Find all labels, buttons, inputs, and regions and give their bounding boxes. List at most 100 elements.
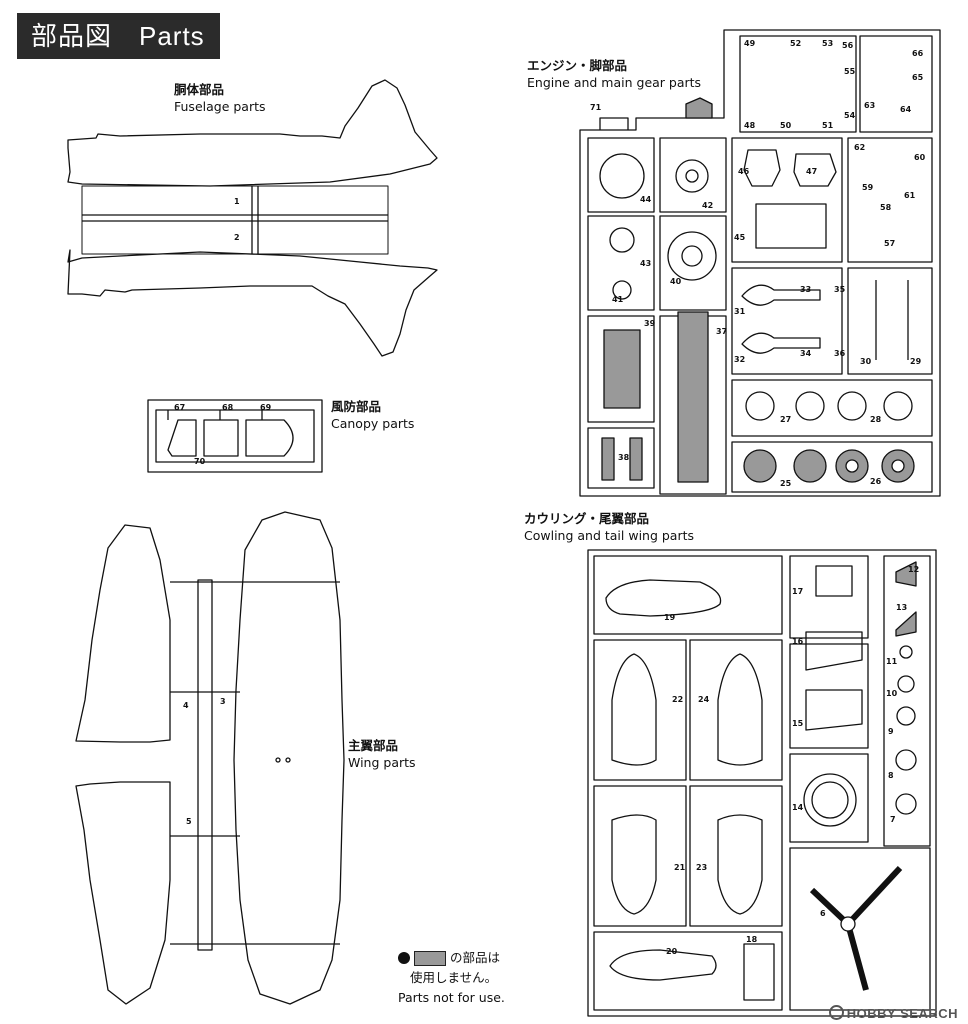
part-number: 22 [672, 695, 683, 704]
part-number: 46 [738, 167, 750, 176]
fuselage-label: 胴体部品 Fuselage parts [174, 81, 266, 115]
watermark-logo-icon [828, 1005, 844, 1020]
part-number: 8 [888, 771, 894, 780]
note-line-3: Parts not for use. [398, 990, 505, 1005]
part-number: 35 [834, 285, 846, 294]
fuselage-label-jp: 胴体部品 [174, 82, 225, 97]
cowling-label-jp: カウリング・尾翼部品 [524, 511, 650, 526]
part-number: 69 [260, 403, 272, 412]
wing-label: 主翼部品 Wing parts [348, 737, 416, 771]
part-number: 30 [860, 357, 872, 366]
part-number: 12 [908, 565, 919, 574]
part-number: 31 [734, 307, 746, 316]
part-number: 60 [914, 153, 926, 162]
part-number: 48 [744, 121, 756, 130]
part-number: 41 [612, 295, 624, 304]
part-number: 62 [854, 143, 865, 152]
unused-swatch [414, 950, 446, 966]
part-number: 67 [174, 403, 185, 412]
part-number: 13 [896, 603, 907, 612]
part-number: 51 [822, 121, 834, 130]
part-number: 65 [912, 73, 924, 82]
cowling-label-en: Cowling and tail wing parts [524, 528, 695, 543]
watermark: HOBBY SEARCH [828, 1005, 958, 1021]
part-number: 25 [780, 479, 792, 488]
part-number: 43 [640, 259, 651, 268]
part-number: 21 [674, 863, 686, 872]
canopy-label: 風防部品 Canopy parts [331, 398, 414, 432]
part-number: 34 [800, 349, 812, 358]
part-number: 49 [744, 39, 756, 48]
cowling-label: カウリング・尾翼部品 Cowling and tail wing parts [524, 510, 694, 544]
part-number: 28 [870, 415, 882, 424]
part-number: 11 [886, 657, 898, 666]
part-number: 40 [670, 277, 682, 286]
unused-parts-note: の部品は 使用しません。 Parts not for use. [398, 948, 505, 1008]
part-number: 5 [186, 817, 192, 826]
part-number: 20 [666, 947, 678, 956]
part-number: 37 [716, 327, 727, 336]
canopy-sprue [147, 399, 323, 473]
cowling-sprue [587, 549, 937, 1017]
part-number: 2 [234, 233, 240, 242]
engine-label: エンジン・脚部品 Engine and main gear parts [527, 57, 701, 91]
canopy-label-jp: 風防部品 [331, 399, 382, 414]
part-number: 44 [640, 195, 652, 204]
part-number: 47 [806, 167, 817, 176]
part-number: 57 [884, 239, 895, 248]
part-number: 7 [890, 815, 896, 824]
part-number: 42 [702, 201, 713, 210]
part-number: 63 [864, 101, 875, 110]
engine-sprue [579, 29, 941, 497]
part-number: 66 [912, 49, 924, 58]
fuselage-label-en: Fuselage parts [174, 99, 266, 114]
part-number: 64 [900, 105, 912, 114]
part-number: 38 [618, 453, 630, 462]
part-number: 15 [792, 719, 804, 728]
part-number: 16 [792, 637, 804, 646]
note-line-2: 使用しません。 [410, 970, 498, 985]
part-number: 33 [800, 285, 811, 294]
part-number: 58 [880, 203, 892, 212]
part-number: 18 [746, 935, 758, 944]
part-number: 59 [862, 183, 874, 192]
part-number: 29 [910, 357, 922, 366]
part-number-labels: 1 2 3 4 5 6 7 8 9 10 11 12 13 14 15 16 1… [174, 39, 926, 956]
part-number: 61 [904, 191, 916, 200]
part-number: 56 [842, 41, 854, 50]
part-number: 55 [844, 67, 856, 76]
part-number: 32 [734, 355, 745, 364]
note-row-1: の部品は [398, 948, 505, 968]
engine-label-en: Engine and main gear parts [527, 75, 702, 90]
part-number: 71 [590, 103, 602, 112]
part-number: 27 [780, 415, 791, 424]
wing-sprue [75, 511, 345, 1005]
part-number: 17 [792, 587, 803, 596]
part-number: 6 [820, 909, 826, 918]
part-number: 50 [780, 121, 792, 130]
page-title: 部品図 Parts [17, 13, 220, 59]
part-number: 10 [886, 689, 898, 698]
part-number: 45 [734, 233, 746, 242]
part-number: 39 [644, 319, 656, 328]
wing-label-en: Wing parts [348, 755, 416, 770]
canopy-label-en: Canopy parts [331, 416, 415, 431]
part-number: 68 [222, 403, 234, 412]
engine-label-jp: エンジン・脚部品 [527, 58, 628, 73]
part-number: 19 [664, 613, 676, 622]
fuselage-sprue [67, 79, 438, 357]
part-number: 1 [234, 197, 240, 206]
wing-label-jp: 主翼部品 [348, 738, 399, 753]
part-number: 36 [834, 349, 846, 358]
part-number: 4 [183, 701, 189, 710]
part-number: 3 [220, 697, 226, 706]
note-line-1: の部品は [450, 950, 501, 965]
part-number: 9 [888, 727, 894, 736]
part-number: 23 [696, 863, 707, 872]
part-number: 14 [792, 803, 804, 812]
part-number: 53 [822, 39, 833, 48]
part-number: 54 [844, 111, 856, 120]
part-number: 52 [790, 39, 801, 48]
part-number: 70 [194, 457, 206, 466]
